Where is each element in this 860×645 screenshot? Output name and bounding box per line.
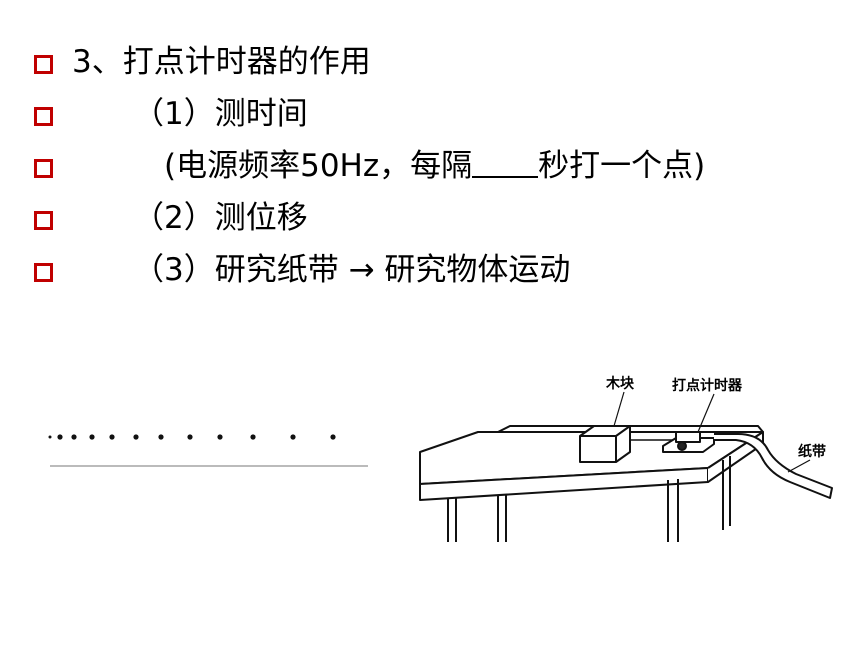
label-pointer-timer: [697, 393, 715, 433]
tape-dot: [217, 434, 223, 440]
bullet-text: (电源频率50Hz，每隔 秒打一个点): [164, 148, 705, 184]
bullet-item: 3、打点计时器的作用: [0, 44, 860, 84]
ticker-timer-needle: [677, 441, 687, 451]
bullet-text: 3、打点计时器的作用: [72, 44, 371, 80]
tape-dot: [290, 434, 296, 440]
table-rail: [497, 425, 764, 433]
bullet-item: （2）测位移: [0, 200, 860, 240]
ticker-timer-top: [675, 431, 701, 443]
square-bullet-icon: [34, 107, 53, 126]
tape-dot: [48, 435, 52, 439]
label-pointer-tape: [787, 459, 811, 473]
tape-dot: [250, 434, 256, 440]
tape-dot: [158, 434, 164, 440]
bullet-item: (电源频率50Hz，每隔 秒打一个点): [0, 148, 860, 188]
tape-dot: [133, 434, 139, 440]
tape-dot: [57, 434, 63, 440]
wooden-block-edges: [580, 425, 631, 462]
label-wooden-block: 木块: [605, 375, 635, 392]
tape-dot: [71, 434, 77, 440]
bullet-text: （2）测位移: [133, 200, 308, 236]
label-ticker-timer: 打点计时器: [672, 377, 743, 394]
square-bullet-icon: [34, 159, 53, 178]
bullet-item: （3）研究纸带 → 研究物体运动: [0, 252, 860, 292]
bullet-item: （1）测时间: [0, 96, 860, 136]
fill-in-blank: [472, 150, 539, 178]
square-bullet-icon: [34, 211, 53, 230]
label-pointer-block: [613, 391, 625, 427]
bullet-text: （3）研究纸带 → 研究物体运动: [133, 252, 571, 288]
bullet-text: （1）测时间: [133, 96, 308, 132]
dotted-tape-figure: [48, 434, 368, 467]
text-after-blank: 秒打一个点): [538, 148, 706, 184]
tape-dot: [109, 434, 115, 440]
tape-dot: [330, 434, 336, 440]
tape-dots: [48, 434, 336, 440]
ticker-timer-apparatus-figure: 木块 打点计时器 纸带: [419, 375, 833, 542]
text-before-blank: (电源频率50Hz，每隔: [164, 148, 473, 184]
tape-dot: [187, 434, 193, 440]
label-paper-tape: 纸带: [798, 443, 826, 460]
square-bullet-icon: [34, 263, 53, 282]
paper-tape: [714, 433, 833, 499]
square-bullet-icon: [34, 55, 53, 74]
tape-dot: [89, 434, 95, 440]
